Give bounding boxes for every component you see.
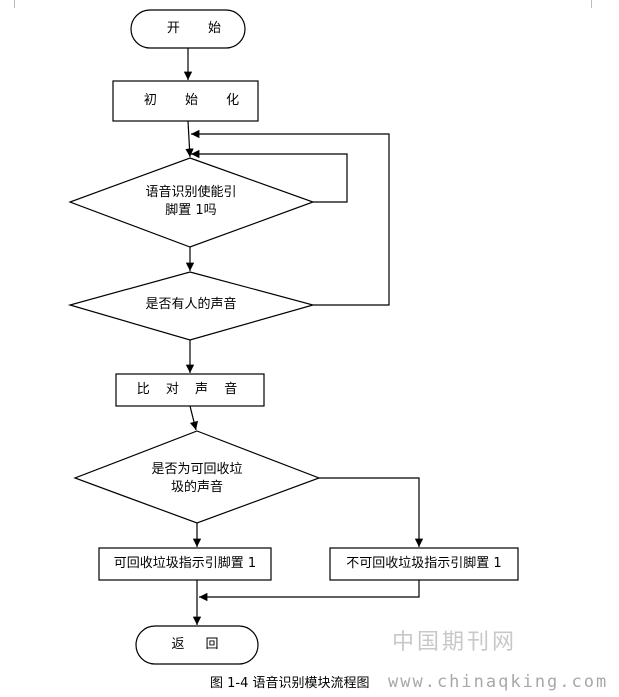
set-nonrecyclable-label: 不可回收垃圾指示引脚置 1 [346,556,502,571]
end-label: 返 回 [171,637,223,652]
arrow-enable-no-loop [191,149,348,203]
decision-voice-label: 是否有人的声音 [145,297,237,312]
set-recyclable-process [98,547,272,581]
compare-label: 比 对 声 音 [136,382,244,397]
start-label: 开 始 [166,21,234,36]
end-terminal [135,625,259,665]
decision-recyclable-label: 是否为可回收垃 圾的声音 [151,462,243,495]
decision-enable-label: 语音识别使能引 脚置 1吗 [145,185,237,218]
set-nonrecyclable-process [329,547,519,581]
arrow-compare-to-recyclable [189,405,199,431]
page-corner-mark [14,0,15,8]
init-label: 初 始 化 [143,93,252,108]
watermark-name: 中国期刊网 [392,630,518,655]
set-recyclable-label: 可回收垃圾指示引脚置 1 [113,556,257,571]
watermark-url: www.chinaqking.com [388,672,609,692]
figure-caption: 图 1-4 语音识别模块流程图 [210,676,370,691]
arrow-recyclable-no [319,477,424,547]
arrow-nonrecyclable-merge [199,580,420,602]
arrow-voice-no-loop [191,129,390,306]
arrow-init-to-enable [185,120,194,158]
page-corner-mark [591,0,592,8]
init-process [112,80,259,122]
